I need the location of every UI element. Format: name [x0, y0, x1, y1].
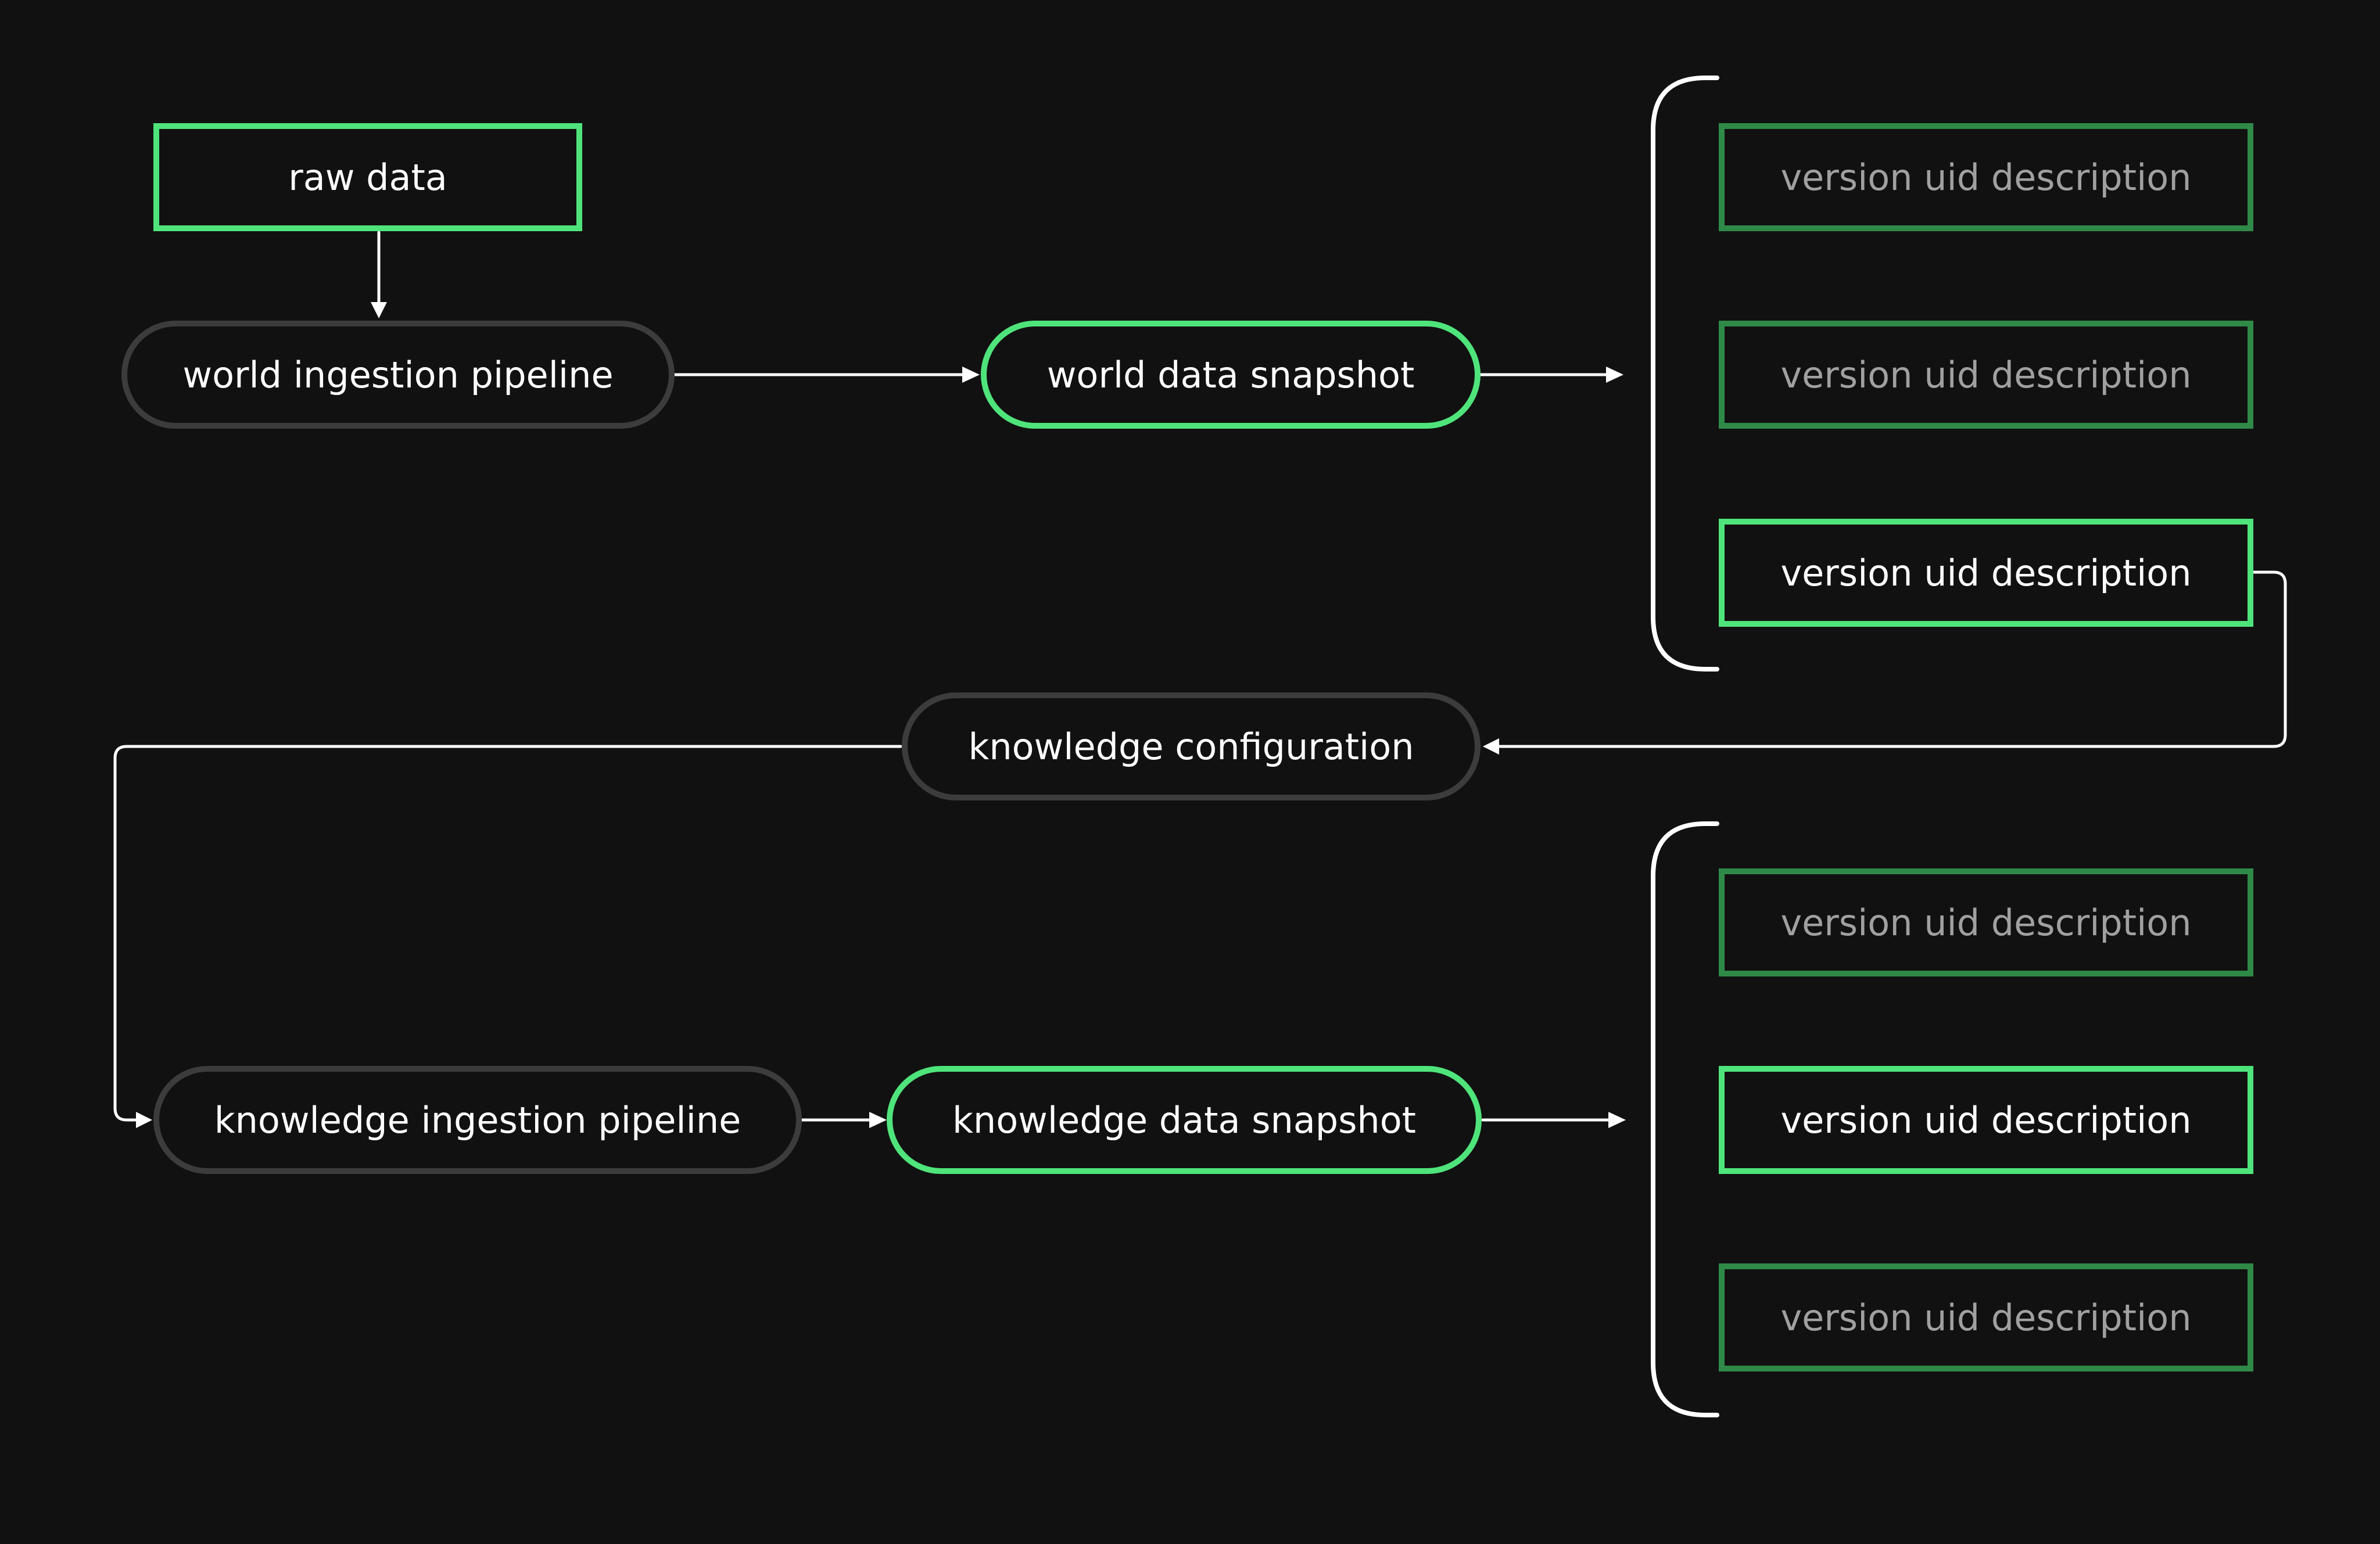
knowledge-configuration-label: knowledge configuration [968, 725, 1414, 768]
knowledge-version-label: version uid description [1780, 1098, 2192, 1141]
arrowhead-raw-to-world-pipeline [371, 302, 387, 318]
arrowhead-world-pipeline-to-snapshot [962, 367, 980, 383]
knowledge-versions-bracket [1651, 821, 1719, 1417]
world-version-label: version uid description [1780, 156, 2192, 199]
world-ingestion-pipeline-label: world ingestion pipeline [182, 353, 614, 396]
world-version-label: version uid description [1780, 353, 2192, 396]
arrowhead-version-to-knowledge-config [1483, 738, 1499, 755]
knowledge-configuration-node[interactable]: knowledge configuration [902, 692, 1481, 800]
knowledge-version-label: version uid description [1780, 1296, 2192, 1339]
world-data-snapshot-label: world data snapshot [1046, 353, 1415, 396]
arrowhead-knowledge-config-to-pipeline [136, 1112, 152, 1128]
world-version-item-active[interactable]: version uid description [1719, 519, 2253, 627]
knowledge-version-item[interactable]: version uid description [1719, 1263, 2253, 1371]
knowledge-data-snapshot-label: knowledge data snapshot [952, 1098, 1416, 1141]
world-version-item[interactable]: version uid description [1719, 123, 2253, 231]
arrowhead-knowledge-snapshot-to-versions [1608, 1112, 1626, 1128]
knowledge-ingestion-pipeline-node[interactable]: knowledge ingestion pipeline [153, 1066, 802, 1174]
world-ingestion-pipeline-node[interactable]: world ingestion pipeline [121, 321, 675, 429]
knowledge-ingestion-pipeline-label: knowledge ingestion pipeline [214, 1098, 741, 1141]
arrow-knowledge-config-to-pipeline [113, 745, 902, 1122]
knowledge-version-item[interactable]: version uid description [1719, 868, 2253, 976]
knowledge-data-snapshot-node[interactable]: knowledge data snapshot [887, 1066, 1482, 1174]
raw-data-label: raw data [288, 156, 447, 199]
world-version-label: version uid description [1780, 551, 2192, 594]
world-versions-bracket [1651, 76, 1719, 672]
arrowhead-world-snapshot-to-versions [1606, 367, 1623, 383]
knowledge-version-item-active[interactable]: version uid description [1719, 1066, 2253, 1174]
arrowhead-knowledge-pipeline-to-snapshot [869, 1112, 887, 1128]
arrow-version-to-knowledge-config [1497, 570, 2287, 748]
world-data-snapshot-node[interactable]: world data snapshot [981, 321, 1481, 429]
raw-data-node[interactable]: raw data [153, 123, 582, 231]
world-version-item[interactable]: version uid description [1719, 321, 2253, 429]
knowledge-version-label: version uid description [1780, 901, 2192, 944]
